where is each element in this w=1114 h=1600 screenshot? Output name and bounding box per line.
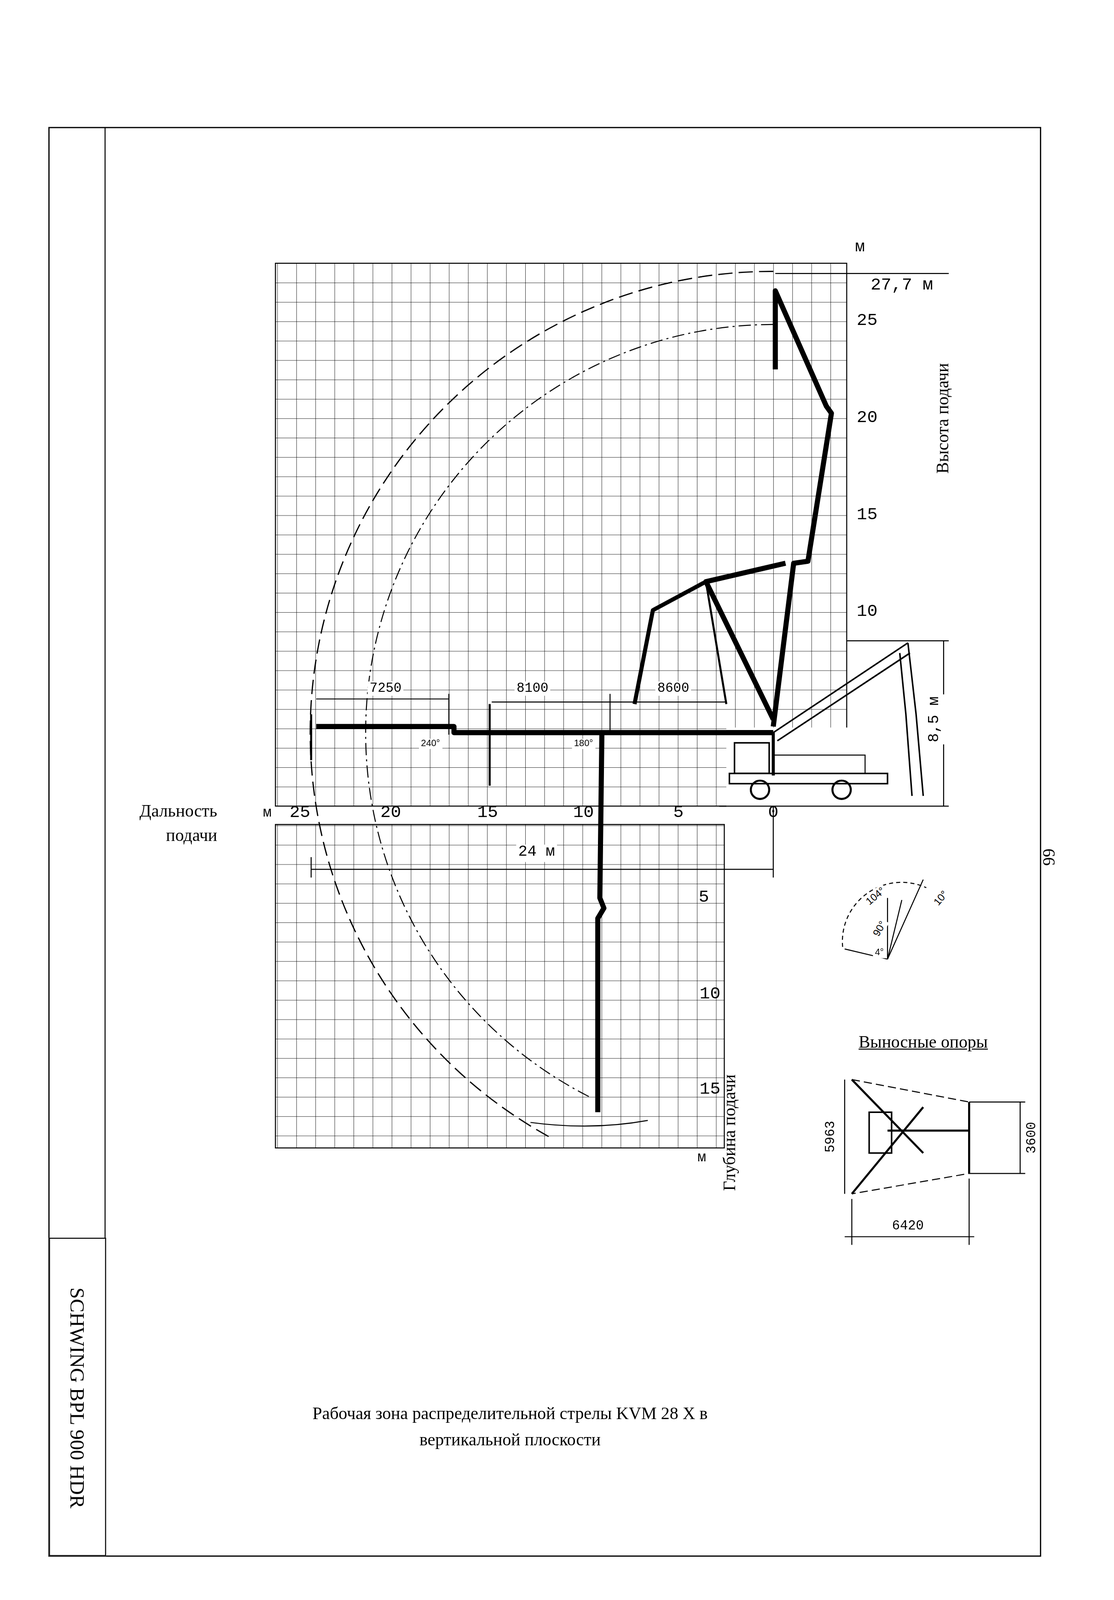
unit-label: м [262, 805, 272, 822]
section-title: Выносные опоры [858, 1033, 988, 1053]
page-number: 66 [1038, 848, 1057, 866]
axis-number: 10 [573, 803, 594, 823]
dimension: 6420 [889, 1219, 926, 1235]
angle-label: 4° [872, 948, 886, 959]
angle-label: 180° [572, 738, 596, 749]
axis-number: 0 [767, 803, 779, 823]
axis-number: 15 [856, 505, 878, 525]
model-name: SCHWING BPL 900 HDR [66, 1287, 89, 1509]
axis-number: 10 [856, 602, 878, 622]
angle-label: 240° [418, 738, 442, 749]
axis-number: 5 [673, 803, 684, 823]
axis-number: 25 [289, 803, 311, 823]
angle-label: 90° [869, 917, 889, 940]
axis-number: 20 [856, 408, 878, 428]
dimension: 8100 [514, 681, 551, 697]
axis-title: Глубина подачи [720, 1074, 740, 1191]
dimension: 8,5 м [927, 694, 945, 745]
unit-label: м [855, 238, 865, 257]
axis-number: 5 [698, 888, 710, 908]
unit-label: м [697, 1150, 707, 1167]
angle-label: 104° [862, 883, 889, 909]
title-block: SCHWING BPL 900 HDR [48, 1237, 106, 1557]
axis-number: 10 [699, 985, 721, 1005]
axis-number: 15 [477, 803, 499, 823]
dimension: 8600 [655, 681, 692, 697]
max-height: 27,7 м [868, 276, 936, 296]
angle-label: 10° [929, 887, 952, 910]
axis-number: 25 [856, 312, 878, 331]
axis-number: 20 [380, 803, 401, 823]
dimension: 24 м [516, 844, 557, 862]
dimension: 5963 [823, 1118, 839, 1155]
axis-title: Дальность подачи [115, 799, 218, 848]
axis-number: 15 [699, 1080, 721, 1100]
figure-caption: Рабочая зона распределительной стрелы KV… [311, 1400, 709, 1455]
dimension: 3600 [1025, 1119, 1040, 1156]
dimension: 7250 [367, 681, 404, 697]
axis-title: Высота подачи [934, 363, 953, 474]
